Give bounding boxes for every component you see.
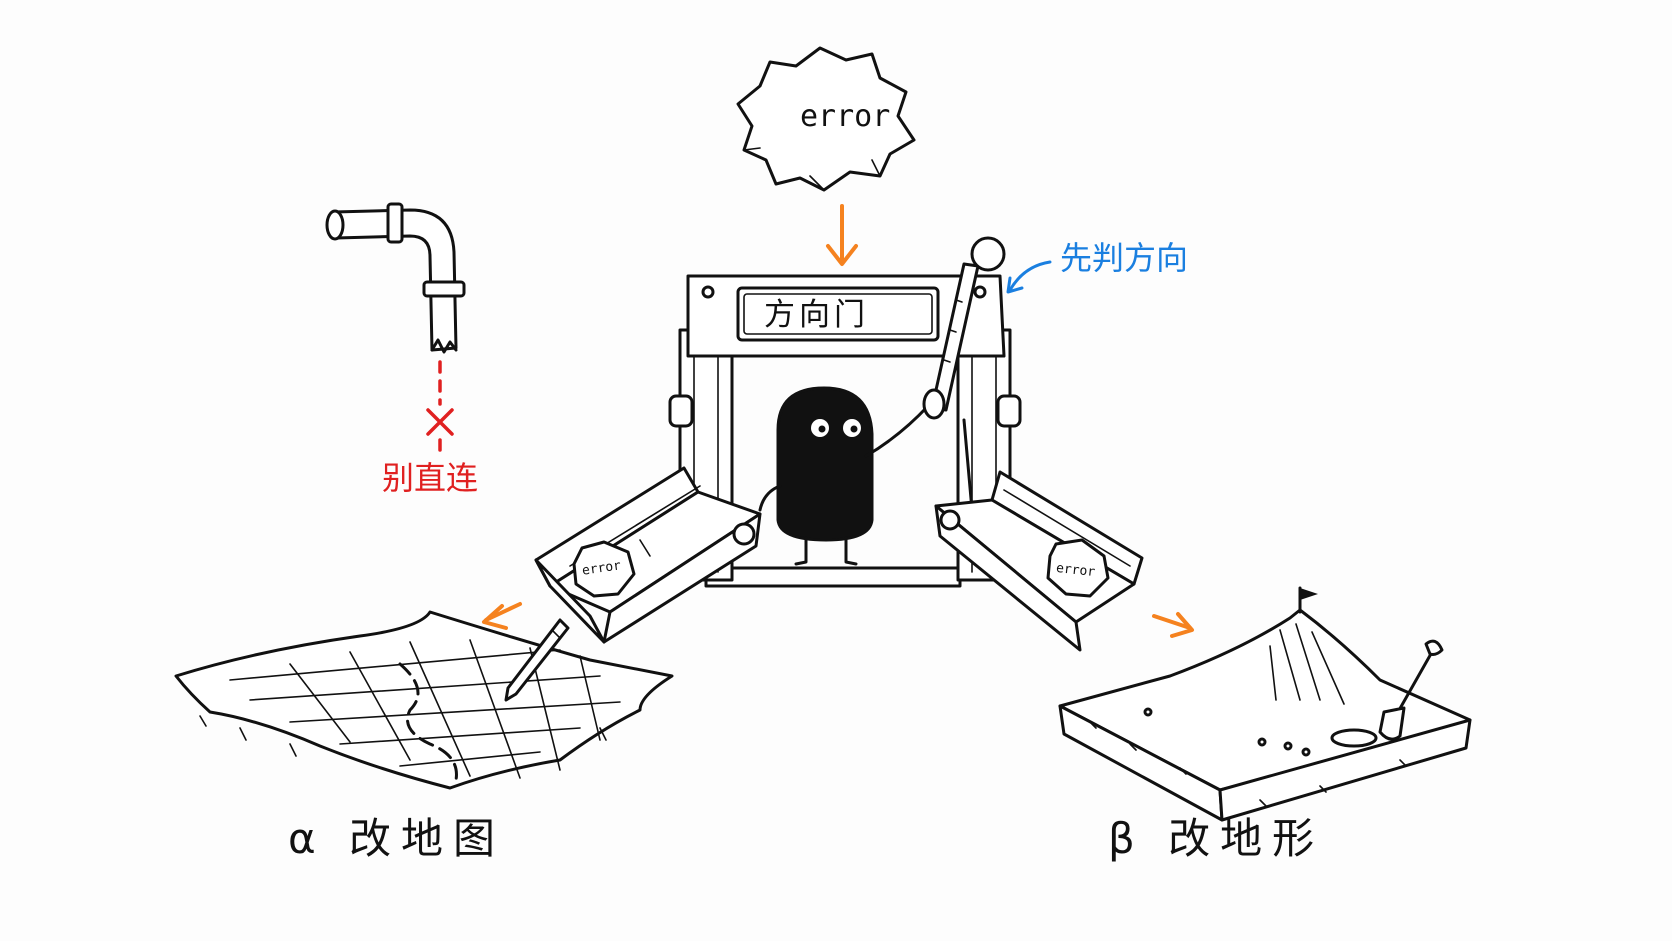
judge-direction-label: 先判方向 (1060, 239, 1189, 277)
broken-pipe-icon (325, 202, 466, 354)
gate-sign-label: 方向门 (764, 297, 869, 333)
character-figure (758, 386, 946, 566)
error-right-label: error (1055, 560, 1096, 581)
alpha-change-map-label: α 改地图 (288, 814, 506, 863)
judge-pointer-arrow (1006, 260, 1052, 294)
arrow-to-alpha (482, 602, 522, 630)
beta-change-terrain-label: β 改地形 (1108, 814, 1325, 863)
arrow-down-to-gate (826, 204, 858, 266)
right-chute (934, 470, 1144, 652)
map-icon (174, 610, 674, 790)
no-direct-connect-label: 别直连 (382, 459, 479, 497)
terrain-icon (1058, 586, 1472, 822)
no-connection-marker (426, 360, 454, 454)
left-chute (534, 466, 762, 644)
arrow-to-beta (1152, 612, 1194, 638)
error-main-label: error (800, 99, 891, 134)
error-rock-icon (736, 46, 916, 192)
